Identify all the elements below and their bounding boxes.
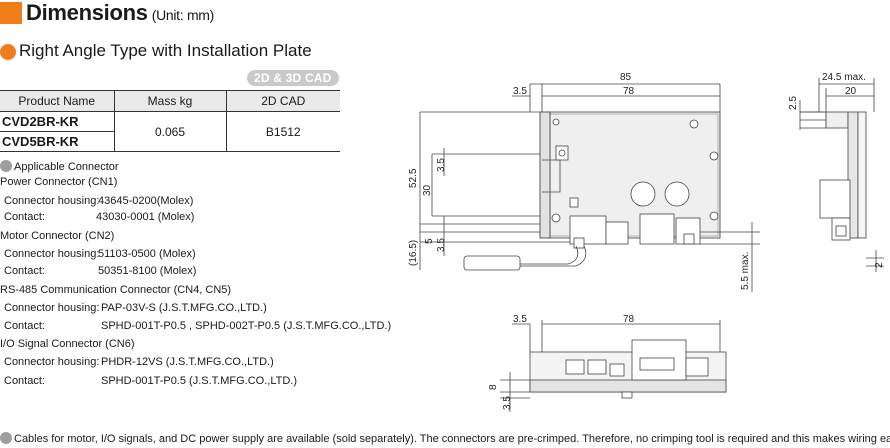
section-title: Right Angle Type with Installation Plate	[19, 41, 312, 60]
col-mass: Mass kg	[113, 90, 226, 112]
dim-2: 2	[874, 262, 885, 268]
motor-contact-label: Contact:	[4, 265, 45, 277]
power-housing-value: 43645-0200(Molex)	[98, 195, 194, 207]
table-row: CVD2BR-KR 0.065 B1512	[0, 111, 340, 152]
section-bullet-icon	[0, 44, 16, 60]
page-title: Dimensions(Unit: mm)	[26, 0, 215, 25]
table-row: CVD5BR-KR	[0, 131, 340, 152]
bullet-icon	[0, 160, 12, 172]
dim-5-5-max: 5.5 max.	[740, 252, 751, 290]
motor-housing-value: 51103-0500 (Molex)	[98, 248, 196, 260]
mass-cell: 0.065	[113, 111, 226, 152]
power-connector-title: Power Connector (CN1)	[0, 176, 118, 188]
footnote: Cables for motor, I/O signals, and DC po…	[0, 432, 890, 445]
dim-3-5-b: 3.5	[436, 238, 447, 252]
dim-3-5-bottom-v: 3.5	[502, 396, 513, 410]
dim-24-5-max: 24.5 max.	[822, 72, 866, 83]
dim-3-5-top: 3.5	[513, 86, 527, 97]
dim-16-5: (16.5)	[408, 240, 419, 266]
bottom-view	[500, 320, 727, 412]
front-view	[419, 83, 760, 292]
power-contact-value: 43030-0001 (Molex)	[96, 211, 195, 223]
dim-2-5: 2.5	[788, 96, 799, 110]
power-contact-label: Contact:	[4, 211, 45, 223]
dim-20: 20	[845, 86, 857, 97]
motor-housing-label: Connector housing:	[4, 248, 100, 260]
dim-78-bottom: 78	[623, 314, 635, 325]
col-2d-cad: 2D CAD	[225, 90, 340, 112]
dim-3-5-a: 3.5	[436, 158, 447, 172]
side-view	[799, 78, 884, 272]
header-accent-block	[0, 2, 22, 24]
cad-cell[interactable]: B1512	[225, 111, 340, 152]
io-housing-value: PHDR-12VS (J.S.T.MFG.CO.,LTD.)	[101, 356, 274, 368]
motor-contact-value: 50351-8100 (Molex)	[98, 265, 197, 277]
io-connector-title: I/O Signal Connector (CN6)	[0, 338, 135, 350]
table-header-row: Product Name Mass kg 2D CAD	[0, 90, 340, 112]
product-table: Product Name Mass kg 2D CAD CVD2BR-KR 0.…	[0, 90, 340, 152]
io-contact-label: Contact:	[4, 375, 45, 387]
product-name-cell: CVD2BR-KR	[0, 111, 114, 132]
dim-3-5-bottom: 3.5	[513, 314, 527, 325]
dim-78-top: 78	[623, 86, 635, 97]
dim-8: 8	[488, 384, 499, 390]
rs485-connector-title: RS-485 Communication Connector (CN4, CN5…	[0, 284, 232, 296]
motor-connector-title: Motor Connector (CN2)	[0, 230, 115, 242]
rs485-contact-value: SPHD-001T-P0.5 , SPHD-002T-P0.5 (J.S.T.M…	[101, 320, 392, 332]
rs485-housing-value: PAP-03V-S (J.S.T.MFG.CO.,LTD.)	[101, 302, 267, 314]
dim-85: 85	[620, 72, 632, 83]
unit-note: (Unit: mm)	[151, 7, 215, 23]
cad-badge[interactable]: 2D & 3D CAD	[247, 70, 339, 86]
col-product-name: Product Name	[0, 90, 114, 112]
connector-heading: Applicable Connector	[0, 160, 119, 174]
dim-52-5: 52.5	[408, 168, 419, 188]
rs485-housing-label: Connector housing:	[4, 302, 100, 314]
bullet-icon	[0, 432, 12, 444]
power-housing-label: Connector housing:	[4, 195, 100, 207]
dim-5: 5	[424, 238, 435, 244]
dim-30: 30	[422, 184, 433, 196]
product-name-cell: CVD5BR-KR	[0, 131, 114, 152]
io-housing-label: Connector housing:	[4, 356, 100, 368]
io-contact-value: SPHD-001T-P0.5 (J.S.T.MFG.CO.,LTD.)	[101, 375, 297, 387]
rs485-contact-label: Contact:	[4, 320, 45, 332]
